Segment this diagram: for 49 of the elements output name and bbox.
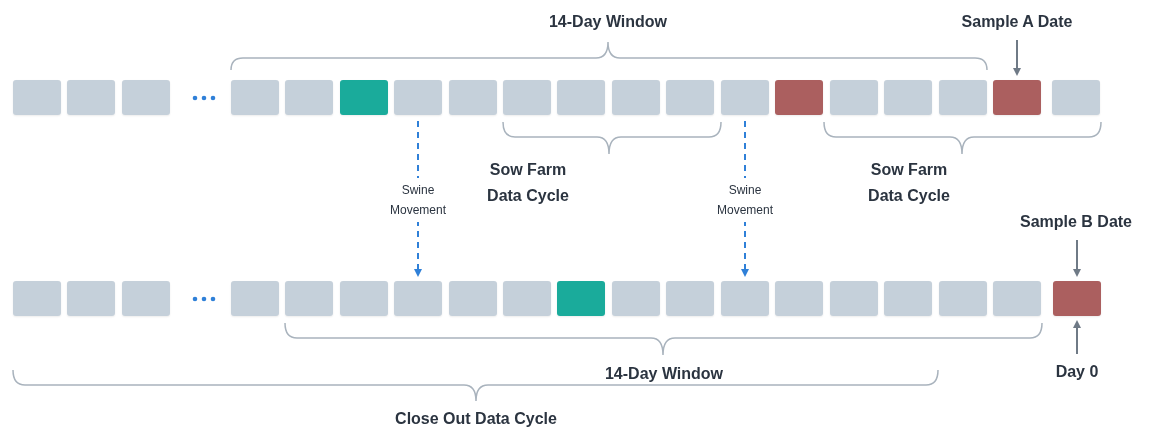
day-cell: [939, 281, 987, 316]
day-cell: [503, 80, 551, 115]
day-cell: [67, 80, 115, 115]
brace-label: Sow Farm Data Cycle: [867, 160, 951, 206]
arrow: [1013, 39, 1021, 76]
day-cell: [666, 80, 714, 115]
day-cell: [775, 281, 823, 316]
day-cell: [557, 281, 605, 316]
day-cell: [830, 80, 878, 115]
day-cell: [612, 281, 660, 316]
day-cell: [1052, 80, 1100, 115]
day-cell: [612, 80, 660, 115]
day-cell: [394, 80, 442, 115]
day-cell: [285, 80, 333, 115]
arrow: [1073, 320, 1081, 355]
day-cell: [775, 80, 823, 115]
day-cell: [449, 281, 497, 316]
day-cell: [557, 80, 605, 115]
day-cell: [340, 80, 388, 115]
day-cell: [340, 281, 388, 316]
day-cell: [884, 281, 932, 316]
day-cell: [1053, 281, 1101, 316]
brace-label: Close Out Data Cycle: [394, 409, 558, 428]
day-cell: [13, 281, 61, 316]
day-cell: [122, 80, 170, 115]
day-cell: [122, 281, 170, 316]
day-cell: [231, 281, 279, 316]
day-cell: [449, 80, 497, 115]
day-cell: [67, 281, 115, 316]
date-label: Sample A Date: [961, 13, 1073, 31]
day-cell: [285, 281, 333, 316]
day-cell: [993, 80, 1041, 115]
day-cell: [884, 80, 932, 115]
brace-label: 14-Day Window: [603, 364, 725, 384]
arrow: [1073, 239, 1081, 277]
day-cell: [231, 80, 279, 115]
day-cell: [394, 281, 442, 316]
date-label: Sample B Date: [1019, 213, 1132, 231]
day-cell: [721, 281, 769, 316]
day-cell: [993, 281, 1041, 316]
brace-label: 14-Day Window: [547, 12, 669, 32]
day-cell: [830, 281, 878, 316]
day-cell: [939, 80, 987, 115]
day-cell: [13, 80, 61, 115]
day-cell: [503, 281, 551, 316]
brace-label: Sow Farm Data Cycle: [486, 160, 570, 206]
date-label: Day 0: [1055, 363, 1099, 381]
day-cell: [666, 281, 714, 316]
day-cell: [721, 80, 769, 115]
